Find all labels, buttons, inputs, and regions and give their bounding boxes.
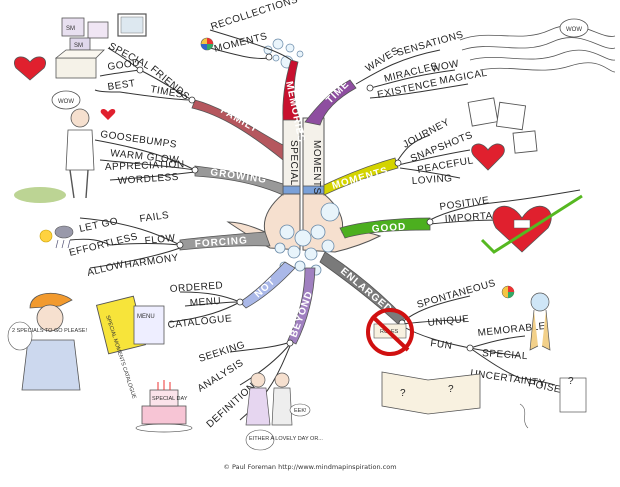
bubble-wow-growing: WOW: [58, 99, 74, 105]
word-harmony: HARMONY: [124, 252, 180, 270]
speech-eek: EEK!: [294, 408, 307, 414]
wow-bubble-time: [559, 18, 589, 38]
cake-couple-image: SPECIAL DAY EEK! EITHER A LOVELY DAY OR.…: [135, 372, 323, 451]
central-hands-image: [226, 38, 382, 276]
word-special-enlarged: SPECIAL: [482, 348, 528, 362]
gift-boxes-image: SM SM: [54, 13, 147, 79]
word-moments-memory: MOMENTS: [213, 31, 269, 55]
word-poise: POISE: [527, 378, 562, 396]
branch-label-forcing: FORCING: [194, 235, 248, 250]
credit-line: © Paul Foreman http://www.mindmapinspira…: [223, 463, 396, 471]
branch-not: [239, 261, 296, 309]
no-rules-book-image: RULES ? ?: [366, 308, 481, 415]
waves-image: [459, 25, 616, 73]
center-word-moments: MOMENTS: [311, 140, 322, 195]
word-wordless: WORDLESS: [117, 172, 179, 187]
boy-menu-image: 2 SPECIALS TO GO PLEASE! SPECIAL MOMENTS…: [7, 292, 165, 400]
word-spontaneous: SPONTANEOUS: [416, 278, 497, 311]
branch-label-enlarged: ENLARGED: [338, 266, 394, 316]
branch-moments: [323, 157, 399, 196]
balloon-question: ?: [568, 376, 574, 387]
bubble-wow-time: WOW: [566, 27, 582, 33]
word-ordered: ORDERED: [169, 280, 223, 295]
weather-image: [39, 225, 74, 249]
word-menu: MENU: [189, 296, 221, 309]
branch-good: [339, 217, 431, 239]
word-positive: POSITIVE: [439, 195, 490, 213]
branch-memories: [282, 59, 301, 121]
node-circles: [136, 53, 474, 352]
word-allow: ALLOW: [86, 259, 125, 279]
word-effortless: EFFORTLESS: [68, 231, 139, 259]
branch-growing: [194, 165, 284, 196]
branch-family: [191, 99, 284, 161]
word-best: BEST: [107, 78, 136, 93]
word-fun: FUN: [430, 338, 453, 352]
word-important: IMPORTANT: [444, 210, 507, 225]
box-label-1: SM: [66, 26, 75, 32]
word-fails: FAILS: [139, 210, 170, 225]
cake-text: SPECIAL DAY: [152, 396, 188, 402]
man-wow-image: WOW: [14, 90, 116, 203]
snapshots-image: [467, 97, 538, 171]
word-good-family: GOOD: [107, 58, 141, 73]
center-word-special: SPECIAL: [288, 140, 299, 186]
word-catalogue: CATALOGUE: [167, 313, 232, 331]
rosette-image: ?: [501, 285, 587, 429]
word-unique: UNIQUE: [427, 314, 470, 329]
question-mark-1: ?: [400, 388, 406, 399]
color-wheel-icon: [200, 37, 214, 51]
branch-forcing: [179, 231, 271, 251]
heart-icon: [14, 56, 46, 81]
word-appreciation: APPRECIATION: [105, 159, 185, 173]
question-mark-2: ?: [448, 384, 454, 395]
word-recollections: RECOLLECTIONS: [210, 0, 300, 33]
word-loving: LOVING: [411, 173, 452, 187]
word-sensations: SENSATIONS: [396, 29, 465, 59]
word-flow: FLOW: [144, 233, 176, 247]
heart-plaster-image: [480, 194, 583, 254]
branch-label-good: GOOD: [371, 222, 406, 235]
branch-label-growing: GROWING: [210, 167, 268, 186]
branch-beyond: [287, 267, 316, 345]
box-label-2: SM: [74, 43, 83, 49]
menu-cover-text: MENU: [137, 314, 155, 320]
speech-lovely-day: EITHER A LOVELY DAY OR...: [249, 436, 323, 442]
speech-specials-to-go: 2 SPECIALS TO GO PLEASE!: [12, 328, 87, 334]
branch-time: [304, 79, 357, 126]
